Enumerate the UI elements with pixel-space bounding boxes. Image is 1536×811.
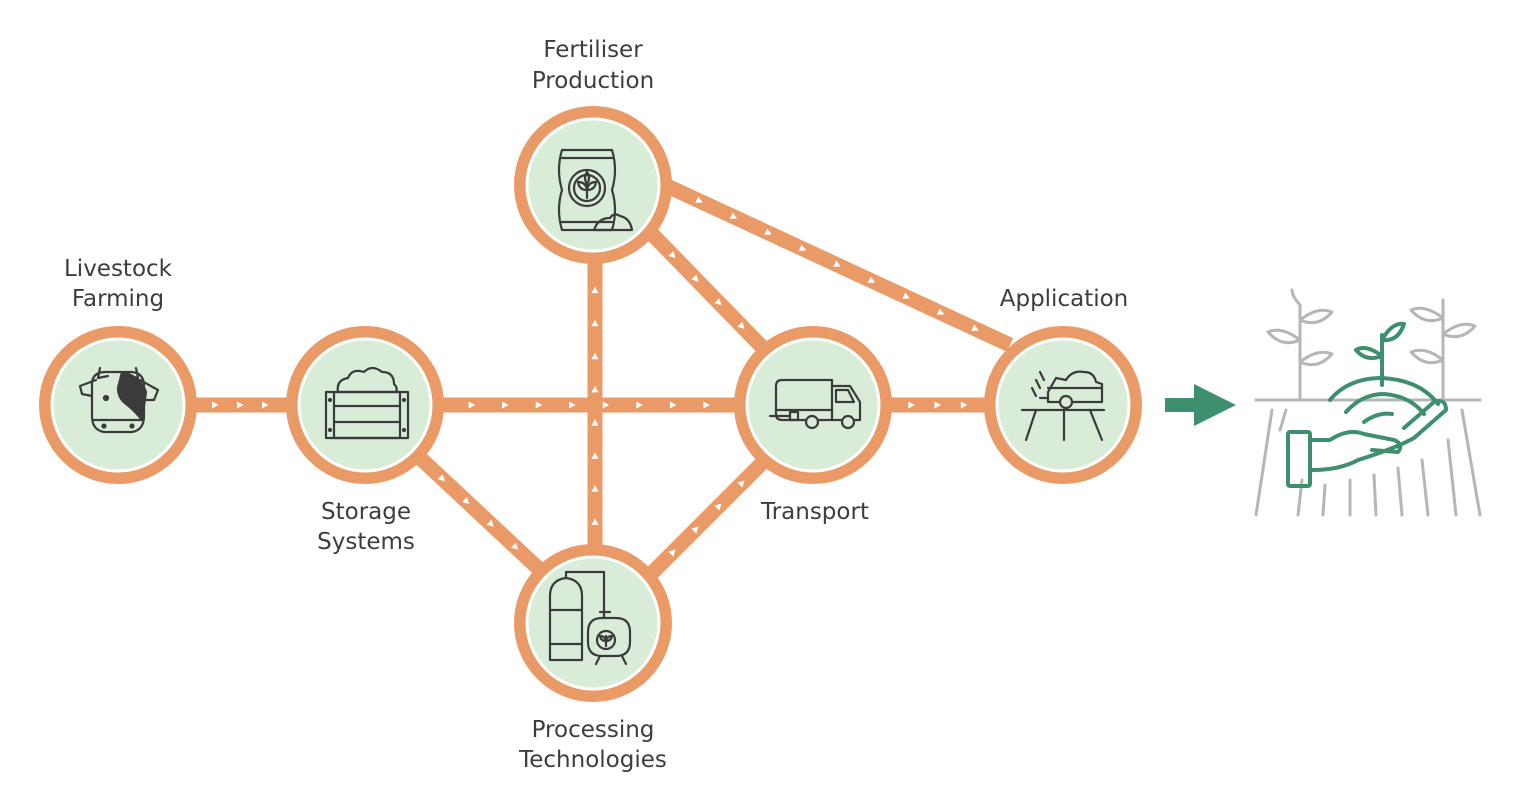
node-application: Application	[984, 286, 1142, 484]
flow-chevron	[237, 401, 244, 409]
flow-chevron	[591, 385, 599, 393]
flow-chevron	[437, 474, 445, 482]
flow-chevron	[262, 401, 269, 409]
nodes-layer: Livestock Farming Storage Systems	[39, 37, 1142, 773]
flow-chevron	[691, 526, 699, 534]
flow-chevron	[591, 352, 599, 360]
node-application-label: Application	[1000, 286, 1129, 312]
link-processing-to-fertiliser	[587, 257, 603, 555]
biogas-tank-icon	[548, 570, 632, 666]
node-processing-label-line2: Technologies	[518, 747, 667, 773]
flow-chevron	[462, 496, 470, 504]
flow-chevron	[569, 401, 576, 409]
manure-spreader-icon	[1020, 370, 1106, 442]
flow-chevron	[535, 401, 543, 409]
node-transport-label: Transport	[760, 499, 869, 525]
flow-chevron	[902, 292, 910, 299]
flow-chevron	[714, 503, 722, 511]
node-livestock-label-line1: Livestock	[64, 256, 173, 282]
flow-chevron	[737, 321, 745, 329]
flow-chevron	[591, 518, 599, 525]
node-processing-technologies: Processing Technologies	[514, 544, 672, 773]
flow-chevron	[695, 196, 703, 203]
flow-chevron	[737, 480, 745, 488]
flow-chevron	[591, 286, 599, 294]
flow-chevron	[486, 519, 494, 527]
storage-crate-icon	[324, 366, 410, 440]
link-processing-to-transport	[644, 454, 771, 581]
links-layer	[190, 178, 1014, 581]
node-transport: Transport	[734, 326, 892, 525]
flow-chevron	[212, 401, 219, 409]
flow-chevron	[934, 401, 941, 409]
node-fertiliser-label-line1: Fertiliser	[543, 37, 643, 63]
link-fertiliser-to-transport	[644, 226, 771, 356]
flow-chevron	[729, 212, 738, 219]
tanker-truck-icon	[768, 378, 862, 430]
node-fertiliser-label-line2: Production	[532, 68, 654, 94]
flow-chevron	[669, 401, 677, 409]
link-livestock-to-storage	[190, 397, 290, 413]
flow-chevron	[468, 401, 476, 409]
flow-chevron	[502, 401, 509, 409]
node-fertiliser-production: Fertiliser Production	[514, 37, 672, 264]
node-processing-label-line1: Processing	[532, 717, 655, 743]
flow-chevron	[668, 251, 676, 259]
flow-chevron	[591, 319, 599, 327]
node-livestock-label-line2: Farming	[72, 286, 164, 312]
flow-chevron	[602, 401, 610, 409]
link-storage-to-processing	[412, 450, 546, 576]
hand-with-plant-icon	[1254, 288, 1482, 517]
node-storage-systems: Storage Systems	[286, 326, 444, 555]
flow-chevron	[703, 401, 710, 409]
flow-chevron	[764, 228, 772, 235]
link-fertiliser-to-application	[661, 178, 1014, 352]
flow-chevron	[691, 274, 699, 282]
flow-chevron	[591, 452, 599, 459]
flow-chevron	[971, 324, 979, 331]
cow-icon	[78, 366, 160, 434]
flow-chevron	[714, 298, 722, 306]
flow-chevron	[833, 260, 841, 267]
flow-chevron	[591, 485, 599, 492]
link-transport-to-application	[885, 397, 990, 413]
flow-chevron	[511, 542, 519, 550]
node-storage-label-line2: Systems	[317, 529, 415, 555]
fertiliser-bag-icon	[557, 148, 634, 232]
flow-chevron	[798, 244, 807, 251]
flow-chevron	[908, 401, 915, 409]
flow-chevron	[668, 549, 676, 557]
flow-chevron	[867, 276, 876, 283]
flow-chevron	[591, 419, 599, 426]
node-storage-label-line1: Storage	[321, 499, 411, 525]
node-livestock-farming: Livestock Farming	[39, 256, 197, 484]
flow-chevron	[636, 401, 643, 409]
flow-chevron	[960, 401, 968, 409]
flow-chevron	[936, 308, 945, 315]
